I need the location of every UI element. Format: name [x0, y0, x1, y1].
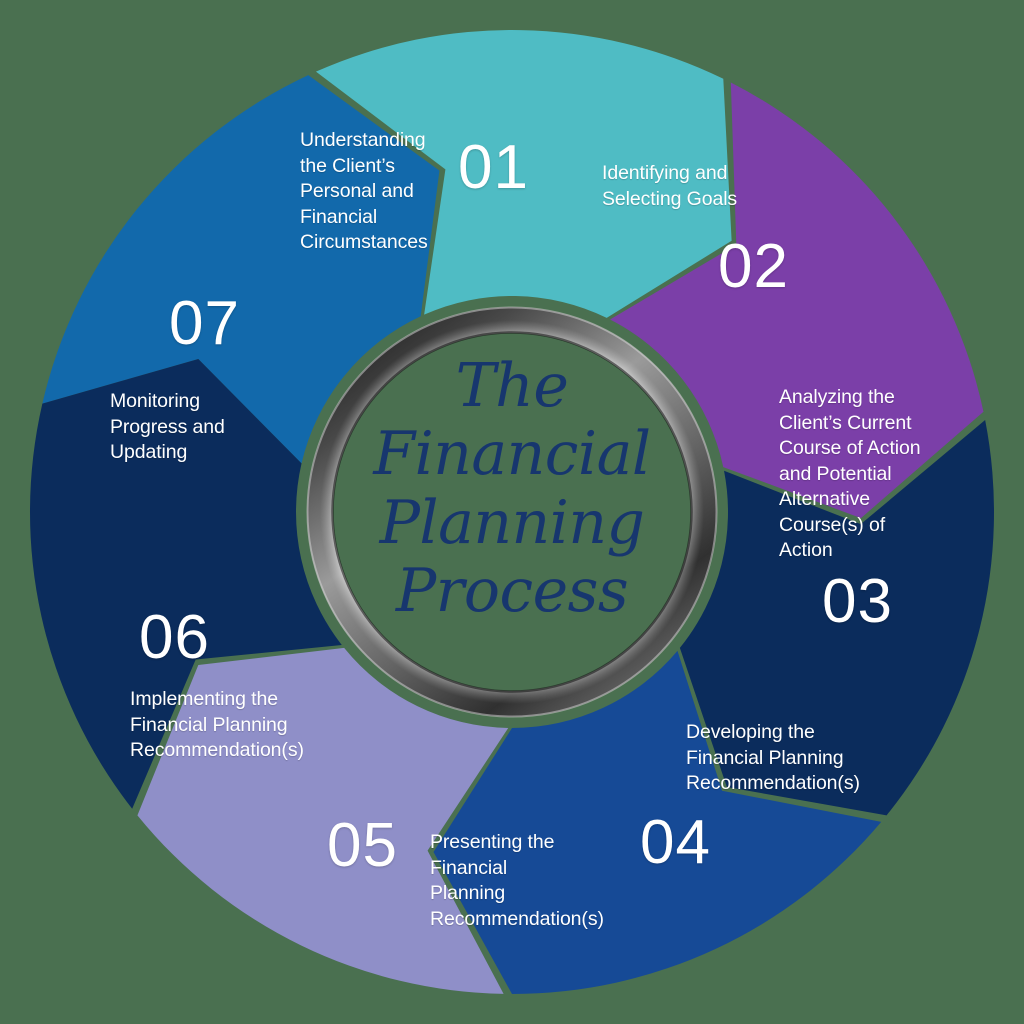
segment-number-05: 05 [327, 811, 398, 880]
process-segment-07[interactable] [29, 359, 342, 809]
segment-label-07: Monitoring Progress and Updating [110, 390, 225, 464]
segment-number-02: 02 [718, 232, 789, 301]
segment-label-03: Analyzing the Client’s Current Course of… [779, 386, 921, 562]
process-segment-01[interactable] [42, 75, 440, 464]
segment-label-04: Developing the Financial Planning Recomm… [686, 721, 860, 795]
process-segment-03[interactable] [610, 82, 984, 519]
center-ring-bevel [307, 307, 717, 717]
segment-label-06: Implementing the Financial Planning Reco… [130, 688, 304, 762]
process-segment-04[interactable] [679, 420, 994, 816]
segment-label-05: Presenting the Financial Planning Recomm… [430, 831, 604, 930]
segment-label-01: Understanding the Client’s Personal and … [300, 129, 428, 254]
segment-number-01: 01 [458, 133, 529, 202]
segment-number-06: 06 [139, 603, 210, 672]
segment-label-02: Identifying and Selecting Goals [602, 162, 738, 210]
segment-number-07: 07 [169, 289, 240, 358]
process-segment-05[interactable] [433, 650, 882, 994]
center-ring-inner-edge [331, 331, 693, 693]
process-segment-02[interactable] [315, 29, 732, 318]
process-segments [29, 29, 994, 994]
center-ring-outer-edge [306, 306, 718, 718]
segment-number-03: 03 [822, 567, 893, 636]
process-segment-06[interactable] [137, 647, 509, 994]
segment-number-04: 04 [640, 808, 711, 877]
